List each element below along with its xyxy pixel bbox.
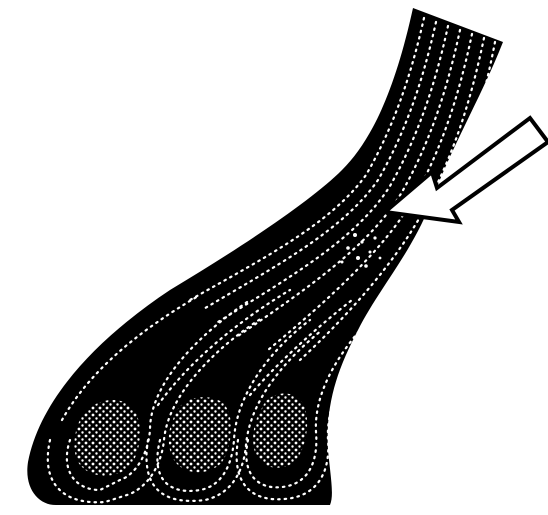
fascicle-diagram	[0, 0, 548, 515]
